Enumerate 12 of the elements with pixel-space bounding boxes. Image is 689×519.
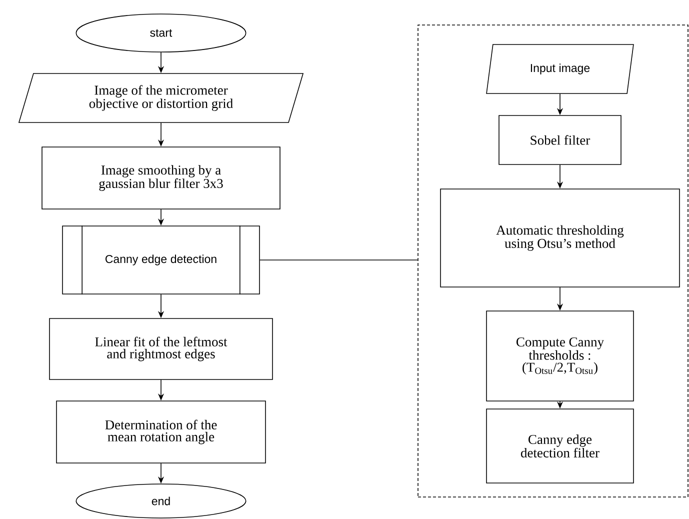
input-parallelogram: Input image (486, 44, 634, 94)
subprocess-box: Canny edge detection (62, 225, 260, 295)
process-box: Determination of the mean rotation angle (56, 400, 266, 464)
terminal-oval: start (76, 14, 246, 52)
process-box: Sobel filter (498, 115, 622, 165)
process-box: Canny edge detection filter (486, 408, 634, 484)
terminal-oval: end (76, 484, 246, 518)
process-box: Linear fit of the leftmost and rightmost edges (49, 318, 273, 380)
process-box: Image smoothing by a gaussian blur filter 3x3 (42, 146, 280, 210)
process-box: Compute Canny thresholds : (T$_{Otsu}$/2,T$_{Otsu}$) (486, 310, 634, 402)
process-box (418, 24, 688, 498)
process-box: Automatic thresholding using Otsu’s method (440, 188, 680, 288)
